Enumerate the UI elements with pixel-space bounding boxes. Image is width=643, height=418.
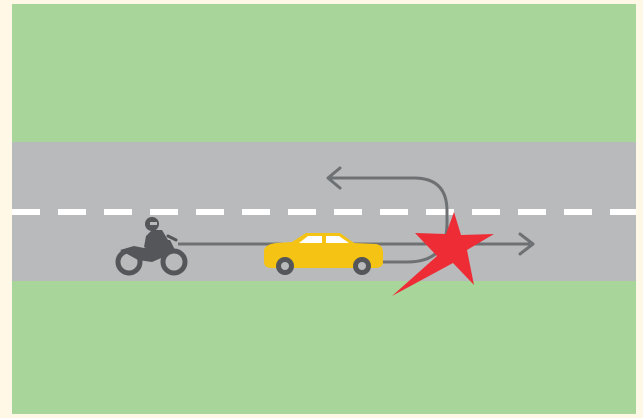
grass-bottom (12, 281, 636, 414)
grass-top (12, 4, 636, 142)
road-scene (12, 4, 636, 414)
scene-svg (12, 4, 636, 414)
